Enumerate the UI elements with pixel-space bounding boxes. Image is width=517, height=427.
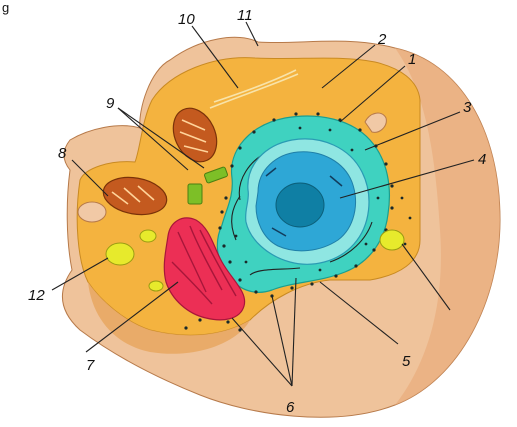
vacuole-12 bbox=[106, 243, 134, 265]
label-5: 5 bbox=[402, 353, 411, 370]
label-9: 9 bbox=[106, 95, 115, 112]
label-6: 6 bbox=[286, 399, 295, 416]
vacuole-small-b bbox=[380, 230, 404, 250]
label-11: 11 bbox=[237, 7, 253, 24]
label-10: 10 bbox=[178, 11, 195, 28]
label-12: 12 bbox=[28, 287, 45, 304]
label-1: 1 bbox=[408, 51, 416, 68]
label-4: 4 bbox=[478, 151, 486, 168]
vesicle-left bbox=[78, 202, 106, 222]
label-8: 8 bbox=[58, 145, 67, 162]
centriole-1 bbox=[188, 184, 202, 204]
label-7: 7 bbox=[86, 357, 95, 374]
corner-text: g bbox=[2, 0, 9, 15]
nucleolus bbox=[276, 183, 324, 227]
label-3: 3 bbox=[463, 99, 472, 116]
label-2: 2 bbox=[377, 31, 387, 48]
vacuole-small-a bbox=[140, 230, 156, 242]
vacuole-small-c bbox=[149, 281, 163, 291]
